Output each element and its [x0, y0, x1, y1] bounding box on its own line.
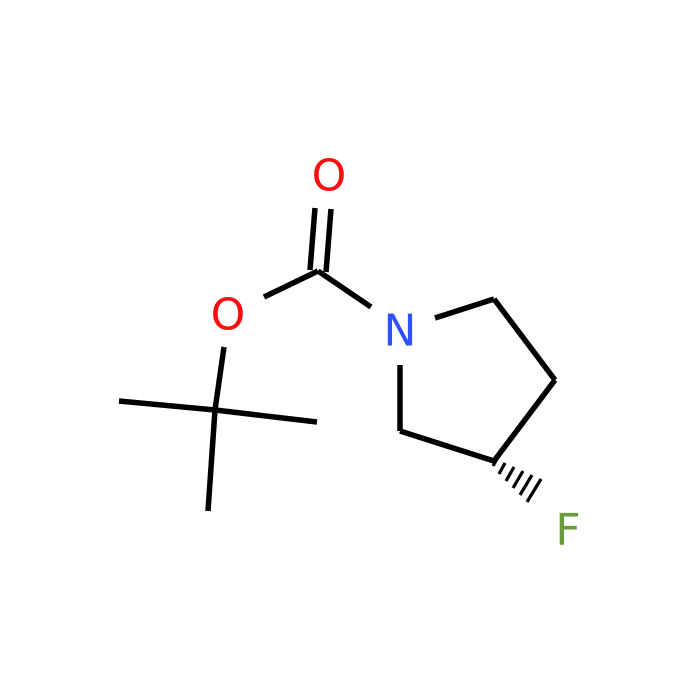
ester-oxygen-label: O: [211, 290, 246, 341]
carbonyl-double-bond-line-2: [323, 208, 334, 273]
ring-nitrogen-to-c2-bond: [434, 296, 495, 321]
ring-c4-to-c5-bond: [399, 428, 495, 464]
ring-nitrogen-label: N: [384, 306, 417, 357]
hashed-wedge-bond-to-fluorine: [491, 458, 543, 503]
carbonyl-to-nitrogen-bond: [316, 268, 373, 310]
ring-c2-to-c3-bond: [491, 297, 558, 382]
ester-oxygen-to-tert-carbon-bond: [212, 346, 227, 411]
fluorine-label: F: [555, 505, 580, 556]
tert-butyl-methyl-left-bond: [118, 398, 216, 413]
carbonyl-oxygen-label: O: [312, 151, 347, 202]
carbonyl-double-bond-line-1: [307, 207, 318, 271]
carbonyl-to-ester-oxygen-bond: [262, 268, 320, 300]
tert-butyl-methyl-right-bond: [214, 407, 318, 425]
tert-butyl-methyl-down-bond: [205, 409, 218, 512]
ring-c3-to-c4-bond: [491, 378, 558, 463]
